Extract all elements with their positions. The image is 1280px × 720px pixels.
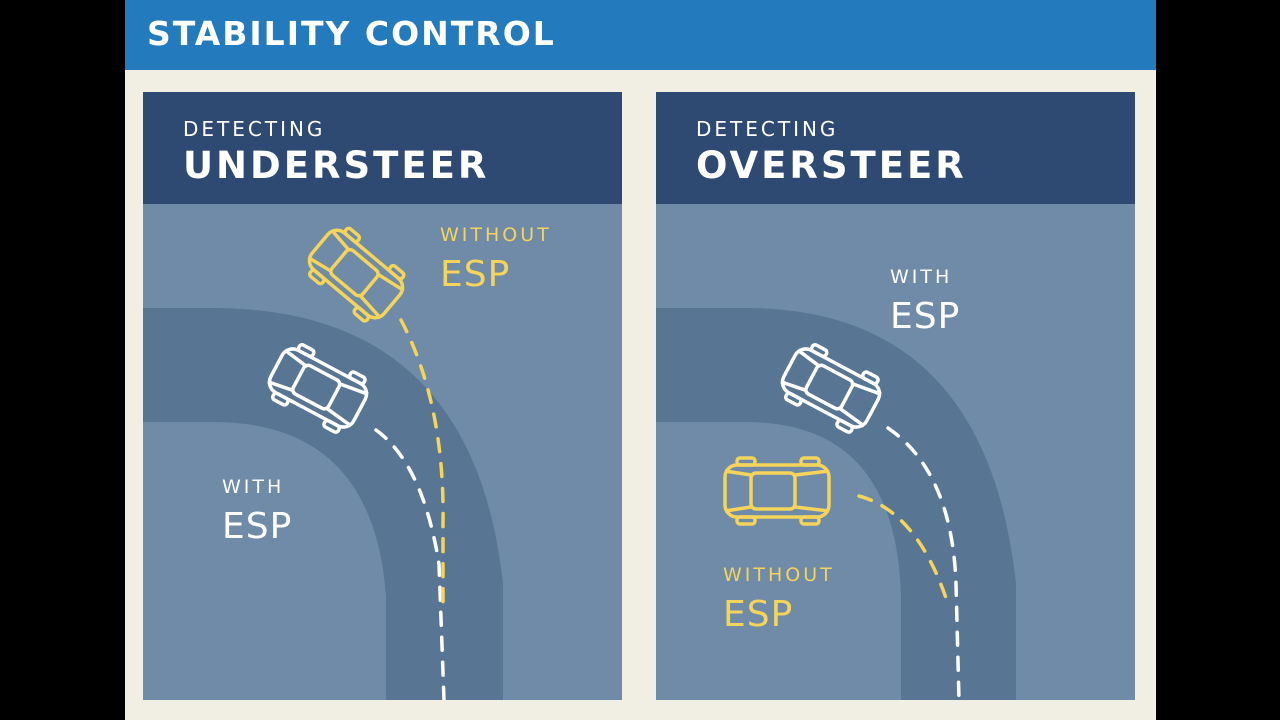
esp-text: ESP <box>440 254 511 295</box>
understeer-panel: DETECTING UNDERSTEER <box>143 92 622 700</box>
understeer-headline: UNDERSTEER <box>183 144 490 187</box>
oversteer-without-esp-label: WITHOUT ESP <box>723 564 835 635</box>
oversteer-diagram <box>656 308 1016 700</box>
car-icon <box>267 343 369 434</box>
road <box>143 308 503 700</box>
title-bar: STABILITY CONTROL <box>125 0 1156 70</box>
esp-text: ESP <box>222 506 293 547</box>
car-icon <box>307 226 406 323</box>
with-text: WITH <box>890 266 953 288</box>
without-esp-path <box>399 318 445 606</box>
road <box>656 308 1016 700</box>
oversteer-panel: DETECTING OVERSTEER <box>656 92 1135 700</box>
esp-text: ESP <box>723 594 794 635</box>
understeer-diagram <box>143 226 503 700</box>
oversteer-headline: OVERSTEER <box>696 144 967 187</box>
page-title: STABILITY CONTROL <box>147 14 556 53</box>
understeer-with-esp-label: WITH ESP <box>222 476 292 547</box>
oversteer-panel-header: DETECTING OVERSTEER <box>656 92 1135 204</box>
oversteer-scene: WITH ESP WITHOUT ESP <box>656 204 1135 700</box>
esp-text: ESP <box>890 296 961 337</box>
understeer-scene: WITHOUT ESP WITH ESP <box>143 204 622 700</box>
infographic-frame: STABILITY CONTROL DETECTING UNDERSTEER <box>125 0 1156 720</box>
oversteer-with-esp-label: WITH ESP <box>890 266 960 337</box>
oversteer-kicker: DETECTING <box>696 117 839 141</box>
understeer-panel-header: DETECTING UNDERSTEER <box>143 92 622 204</box>
without-esp-path <box>857 494 950 606</box>
understeer-kicker: DETECTING <box>183 117 326 141</box>
without-text: WITHOUT <box>440 224 552 246</box>
car-icon <box>723 456 831 526</box>
with-text: WITH <box>222 476 285 498</box>
understeer-without-esp-label: WITHOUT ESP <box>440 224 552 295</box>
car-icon <box>780 343 882 434</box>
without-text: WITHOUT <box>723 564 835 586</box>
with-esp-path <box>886 426 961 700</box>
